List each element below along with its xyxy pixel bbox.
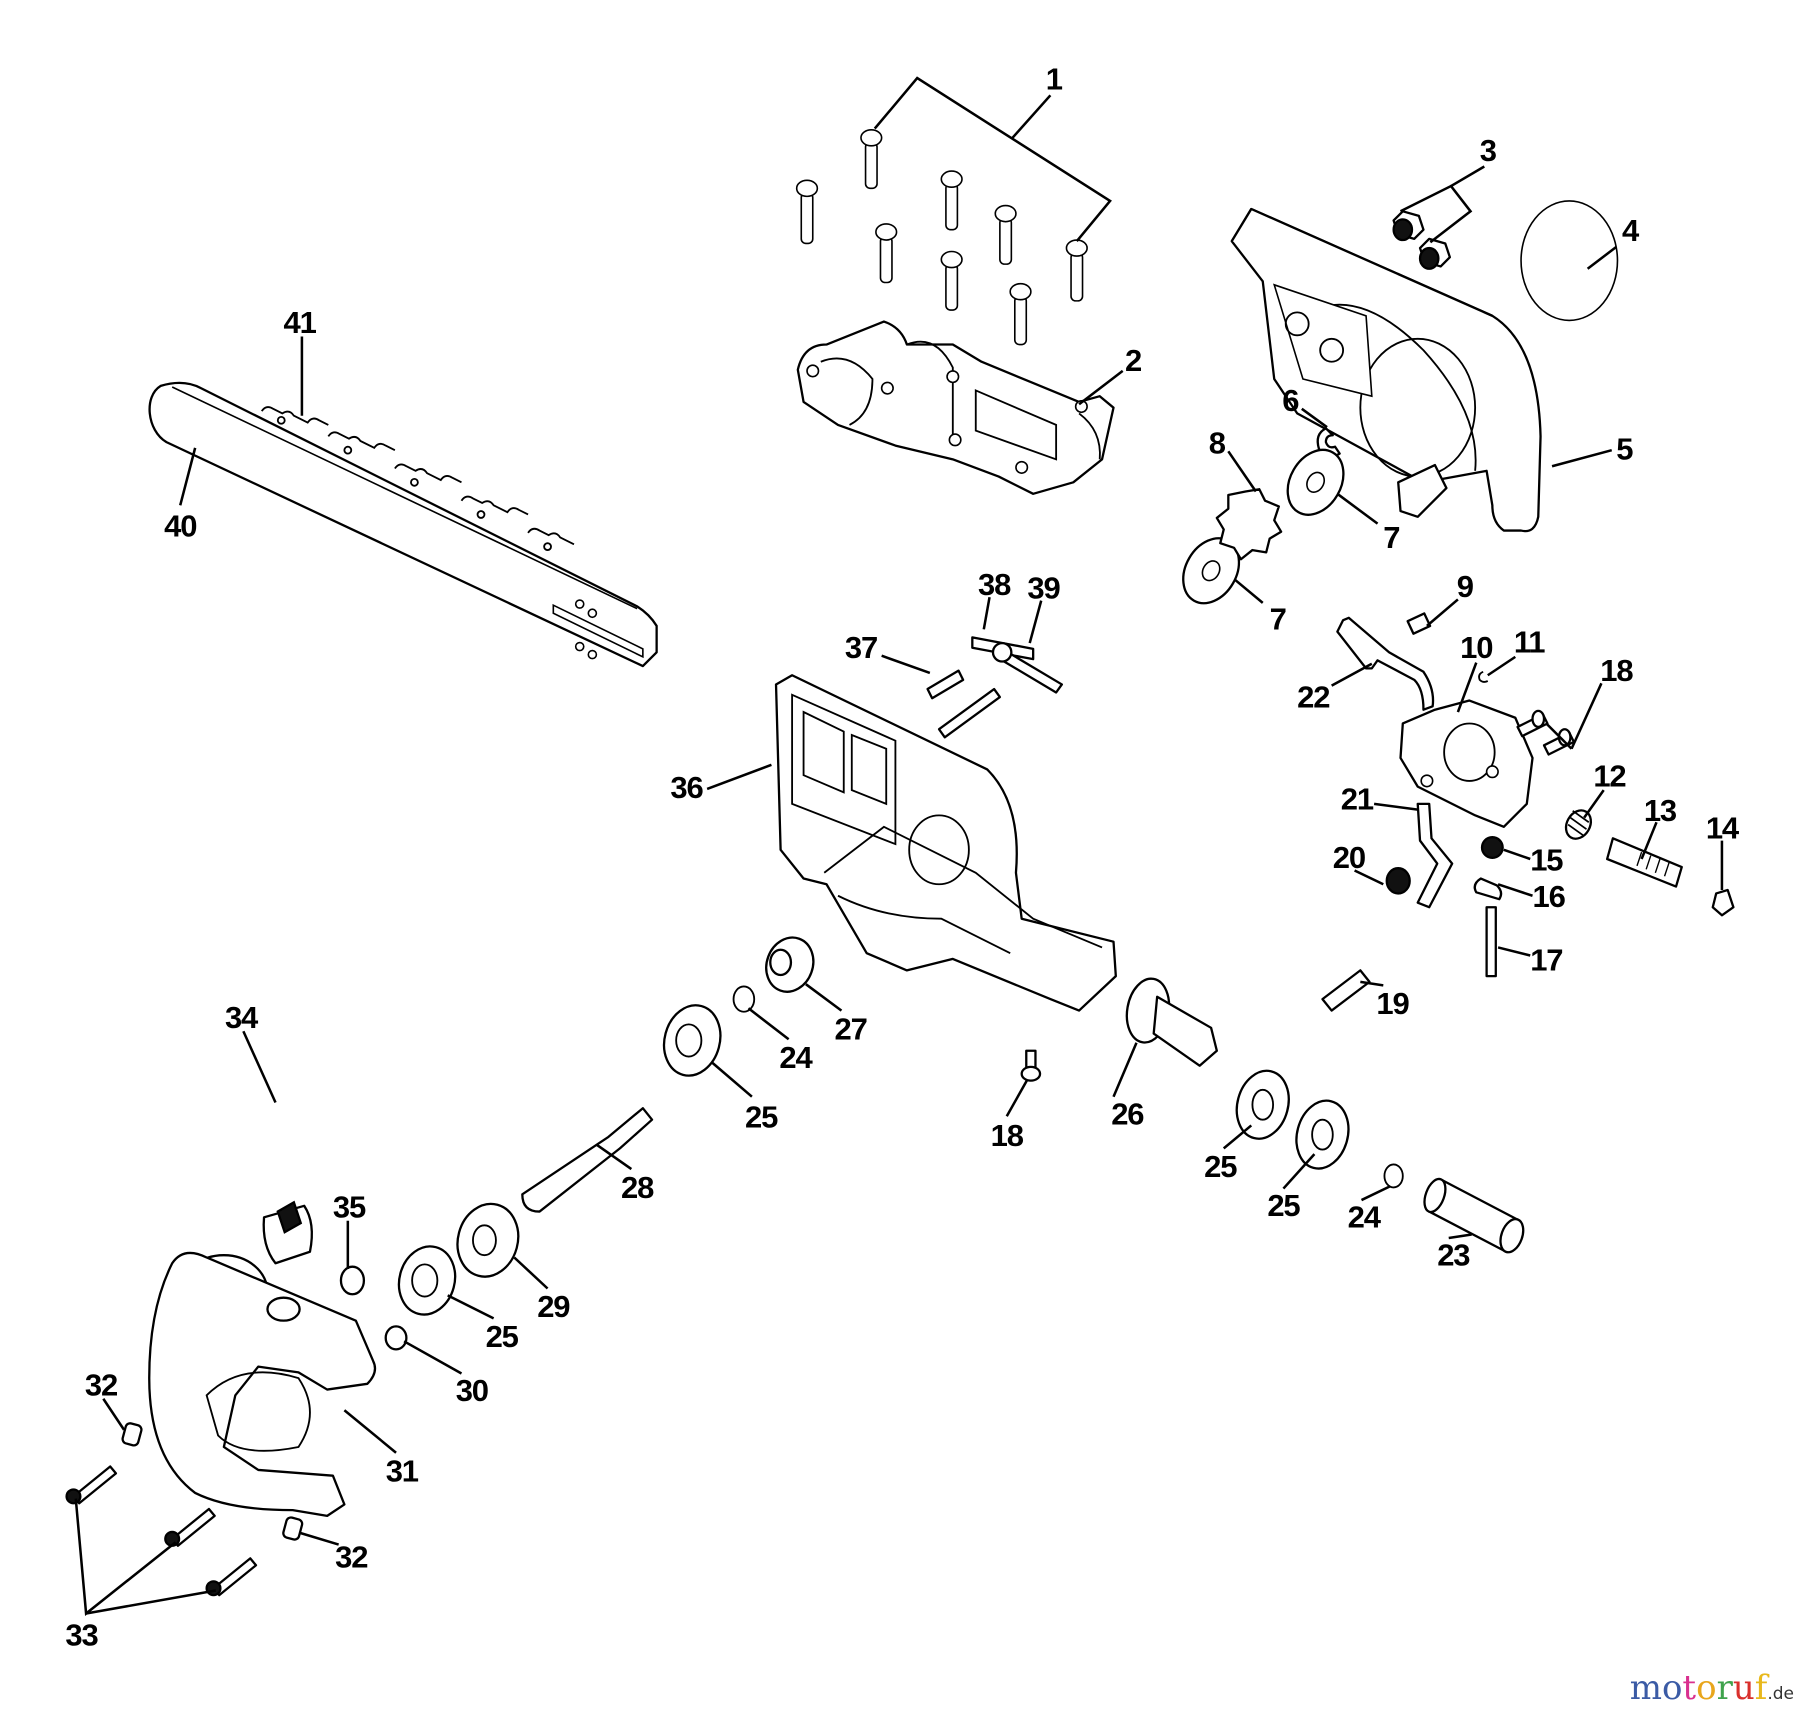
watermark-letter: o (1696, 1668, 1717, 1708)
screws-pair (1516, 709, 1576, 756)
adjust-spring (1564, 809, 1593, 840)
chain-guard (1230, 207, 1542, 533)
callout-7a: 7 (1383, 520, 1399, 555)
fitting (1321, 969, 1371, 1012)
callout-39: 39 (1027, 570, 1060, 605)
callout-18a: 18 (1600, 653, 1633, 688)
valve-pin (1485, 906, 1497, 978)
collar-lower (282, 1516, 304, 1541)
gear-case (774, 674, 1117, 1012)
callout-40: 40 (164, 508, 196, 543)
callout-13: 13 (1644, 793, 1677, 828)
callout-7b: 7 (1270, 601, 1286, 636)
callout-labels: 1 2 3 4 5 6 7 7 8 9 10 11 12 13 14 15 16… (65, 62, 1741, 1653)
callout-23: 23 (1437, 1238, 1470, 1273)
oil-hose (1336, 612, 1435, 711)
valve-plate (1473, 877, 1503, 901)
leader-lines (74, 76, 1724, 1616)
watermark-letter: r (1716, 1668, 1733, 1708)
callout-27: 27 (835, 1011, 867, 1046)
callout-15: 15 (1530, 842, 1563, 877)
guide-bar-and-chain (148, 381, 658, 668)
callout-33: 33 (65, 1618, 98, 1653)
watermark-letter: o (1661, 1668, 1683, 1708)
callout-6: 6 (1282, 383, 1299, 418)
watermark-tld: .de (1767, 1684, 1794, 1704)
callout-4: 4 (1622, 213, 1640, 248)
watermark-logo: motoruf.de (1630, 1668, 1794, 1708)
clip (1478, 670, 1489, 683)
pinion-shaft (1125, 977, 1218, 1067)
check-ball (1480, 836, 1504, 859)
callout-32a: 32 (85, 1367, 117, 1402)
label-decal (1520, 200, 1619, 322)
bearing-lower (397, 1245, 457, 1316)
callout-37: 37 (845, 630, 877, 665)
bearing (662, 1004, 722, 1077)
callout-10: 10 (1460, 630, 1492, 665)
callout-24a: 24 (779, 1040, 813, 1075)
callout-41: 41 (284, 305, 317, 340)
worm-gear (765, 936, 815, 993)
watermark-letter: u (1732, 1668, 1755, 1708)
adjust-screw (1605, 837, 1683, 888)
sprocket (1215, 488, 1283, 561)
callout-36: 36 (670, 770, 703, 805)
bevel-gear (456, 1202, 520, 1278)
callout-25b: 25 (1204, 1149, 1237, 1184)
callout-16: 16 (1533, 879, 1566, 914)
callout-38: 38 (978, 567, 1011, 602)
callout-12: 12 (1593, 759, 1625, 794)
callout-31: 31 (386, 1453, 419, 1488)
snap-ring-right (1383, 1163, 1404, 1189)
bearings-right (1235, 1069, 1350, 1170)
callout-19: 19 (1376, 986, 1409, 1021)
gear-case-cover (796, 320, 1115, 495)
nuts (1392, 210, 1452, 270)
callout-32b: 32 (335, 1540, 367, 1575)
callout-24b: 24 (1348, 1200, 1382, 1235)
collar-upper (121, 1422, 143, 1447)
collar (384, 1325, 408, 1351)
callout-25d: 25 (486, 1319, 519, 1354)
callout-25c: 25 (1267, 1188, 1300, 1223)
callout-3: 3 (1480, 133, 1497, 168)
callout-35: 35 (333, 1189, 366, 1224)
callout-28: 28 (621, 1170, 654, 1205)
callout-30: 30 (456, 1373, 488, 1408)
sprocket-shaft (521, 1107, 654, 1213)
callout-18b: 18 (991, 1118, 1024, 1153)
callout-2: 2 (1125, 343, 1141, 378)
callout-14: 14 (1706, 810, 1740, 845)
callout-22: 22 (1297, 679, 1329, 714)
oil-pipe (1416, 802, 1454, 909)
screw-center (1020, 1049, 1042, 1082)
callout-20: 20 (1333, 840, 1365, 875)
oil-pump (1399, 699, 1534, 828)
callout-21: 21 (1341, 782, 1374, 817)
oil-tank (148, 1251, 377, 1518)
callout-1: 1 (1046, 62, 1063, 97)
callout-5: 5 (1616, 431, 1633, 466)
watermark-letter: f (1754, 1668, 1768, 1708)
grommet (1385, 867, 1411, 895)
watermark-letter: m (1629, 1668, 1662, 1708)
callout-29: 29 (537, 1289, 570, 1324)
watermark-letter: t (1682, 1668, 1697, 1708)
sleeve (1423, 1177, 1525, 1254)
callout-34: 34 (225, 1000, 259, 1035)
bolt-set (795, 128, 1088, 346)
callout-17: 17 (1530, 942, 1562, 977)
cap (1711, 888, 1735, 917)
callout-9: 9 (1457, 569, 1474, 604)
snap-ring (732, 985, 756, 1013)
grommet-small (339, 1265, 366, 1296)
callout-8: 8 (1209, 426, 1226, 461)
callout-26: 26 (1111, 1096, 1144, 1131)
callout-25a: 25 (745, 1100, 778, 1135)
callout-11: 11 (1514, 624, 1545, 659)
pins (926, 636, 1064, 739)
